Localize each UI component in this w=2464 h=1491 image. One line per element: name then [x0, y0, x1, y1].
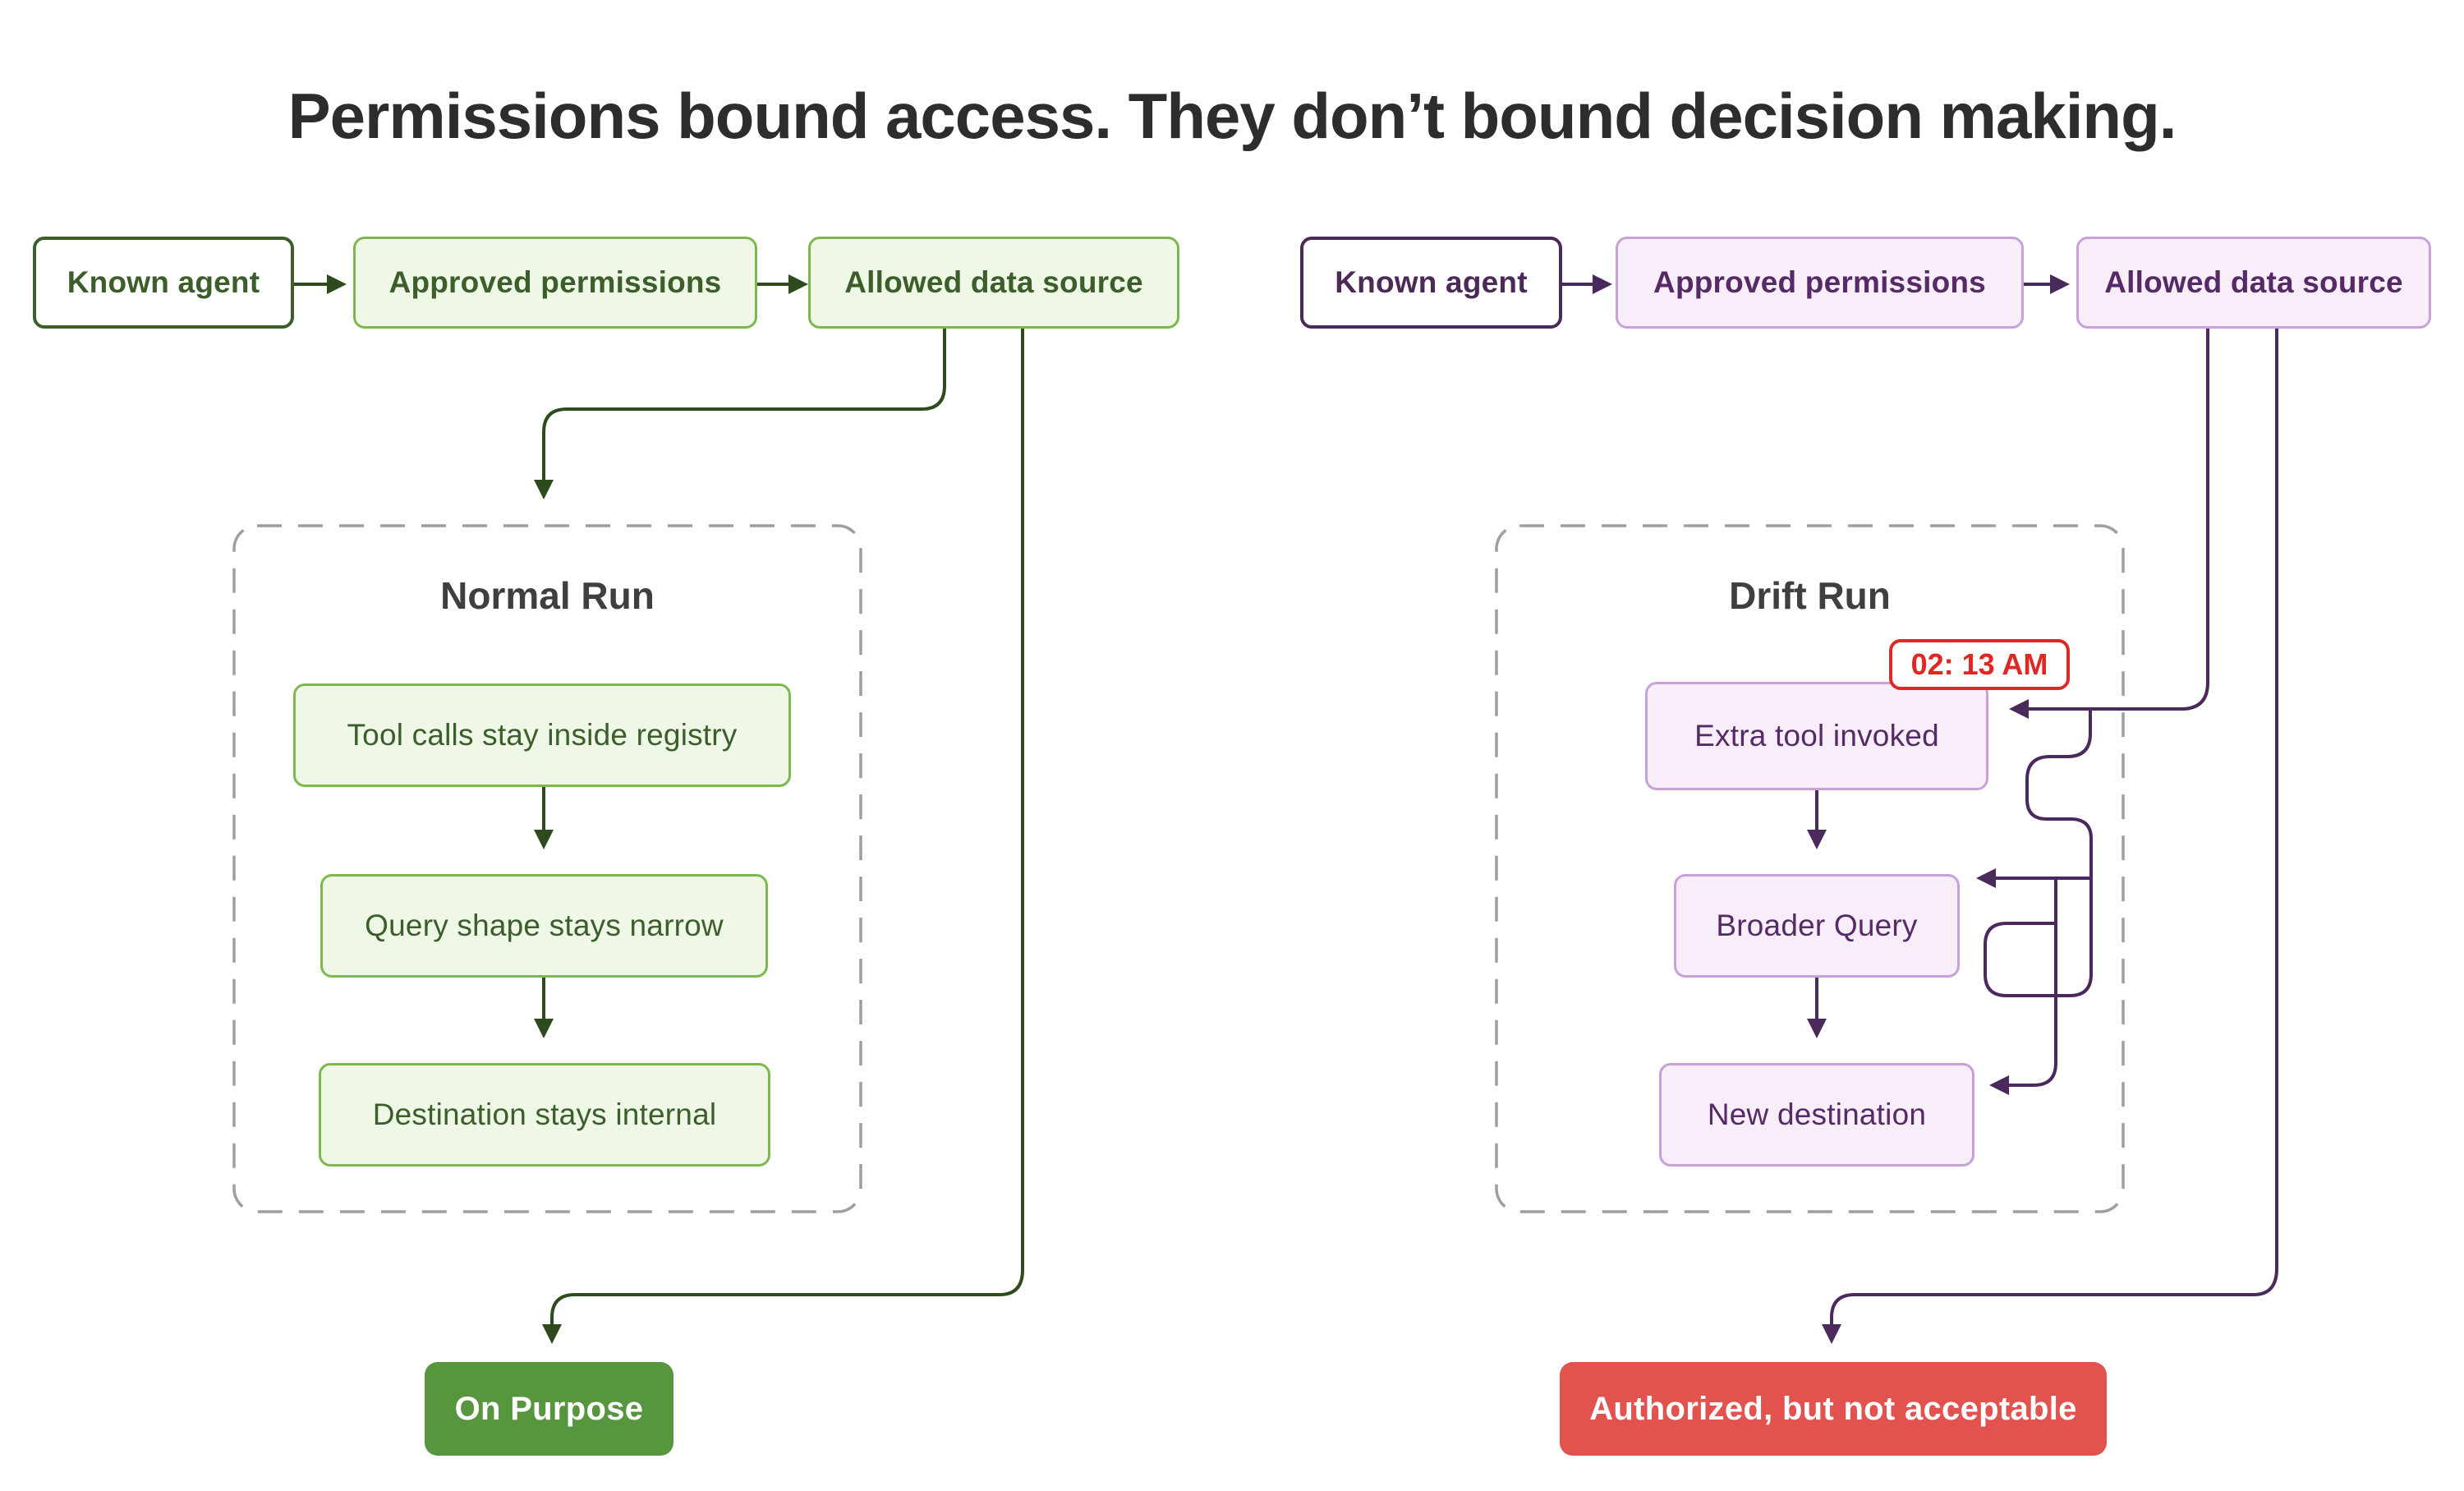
- normal-step-query-shape: Query shape stays narrow: [320, 874, 768, 978]
- allowed-data-source-right: Allowed data source: [2076, 237, 2431, 329]
- connector-source-to-extra-tool: [2009, 329, 2209, 719]
- known-agent-left: Known agent: [33, 237, 294, 329]
- approved-permissions-left: Approved permissions: [353, 237, 757, 329]
- outcome-on-purpose: On Purpose: [425, 1362, 673, 1456]
- drift-step-broader-query: Broader Query: [1674, 874, 1960, 978]
- drift-step-new-destination: New destination: [1659, 1063, 1974, 1167]
- normal-run-title: Normal Run: [440, 574, 655, 617]
- page-title: Permissions bound access. They don’t bou…: [287, 80, 2177, 152]
- arrow-loop-to-newdest: [1989, 878, 2057, 1095]
- normal-step-tool-calls: Tool calls stay inside registry: [293, 683, 791, 787]
- drift-run-title: Drift Run: [1729, 574, 1891, 617]
- known-agent-right: Known agent: [1300, 237, 1562, 329]
- normal-step-destination: Destination stays internal: [319, 1063, 770, 1167]
- drift-time-badge: 02: 13 AM: [1889, 639, 2070, 690]
- connector-source-to-on-purpose: [542, 329, 1024, 1344]
- drift-step-extra-tool: Extra tool invoked: [1645, 682, 1988, 790]
- outcome-authorized-not-acceptable: Authorized, but not acceptable: [1560, 1362, 2107, 1456]
- purple-connectors: [1562, 274, 2278, 1344]
- drift-run-zone-border: [1495, 524, 2125, 1213]
- green-connectors: [294, 274, 1024, 1344]
- normal-run-zone-border: [232, 524, 862, 1213]
- drift-feedback-loop: [1984, 709, 2093, 997]
- connector-source-to-normal-run: [534, 329, 946, 499]
- allowed-data-source-left: Allowed data source: [808, 237, 1179, 329]
- approved-permissions-right: Approved permissions: [1616, 237, 2024, 329]
- connector-source-to-authorized: [1822, 329, 2278, 1344]
